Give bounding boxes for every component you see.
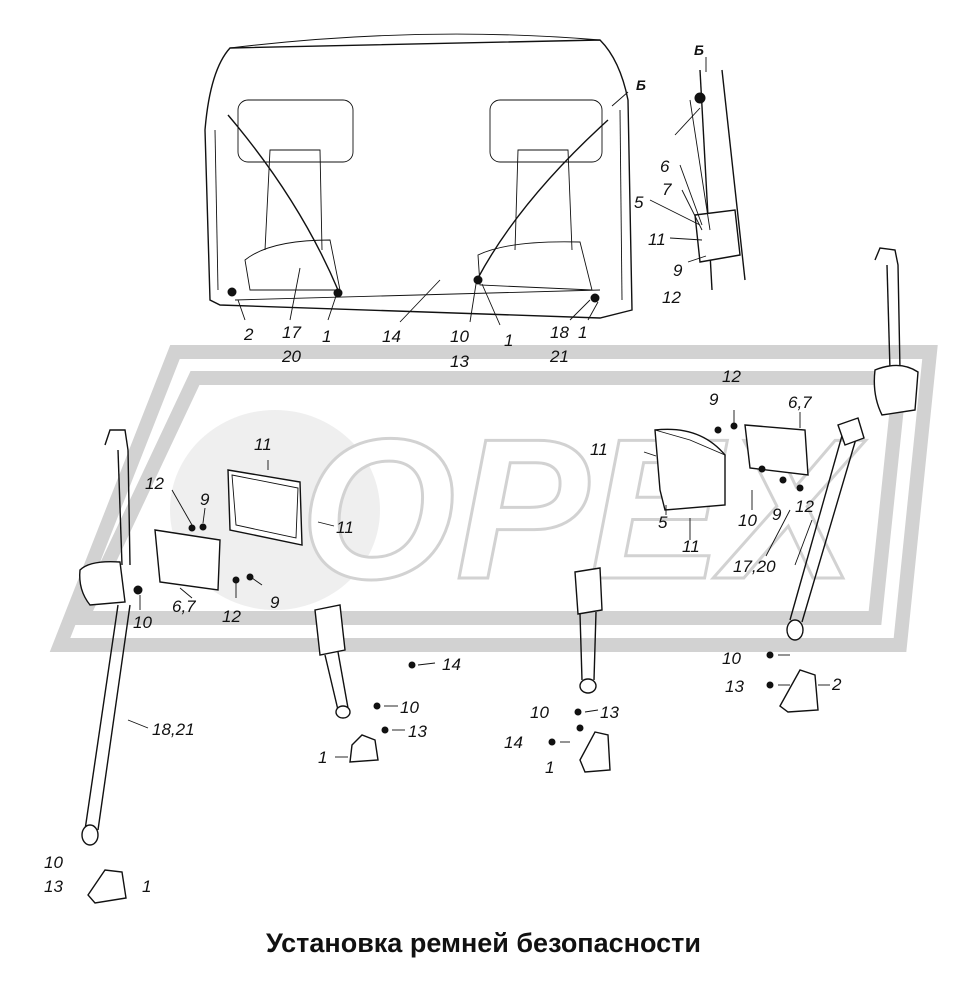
callout-label: 10: [530, 703, 549, 722]
callout-label: 13: [44, 877, 63, 896]
callout-label: 13: [408, 722, 427, 741]
callout-label: 10: [722, 649, 741, 668]
view-b-detail: [649, 57, 746, 291]
callout-label: 1: [322, 327, 331, 346]
callout-label: 9: [772, 505, 782, 524]
cab-rear-view: [204, 33, 633, 326]
callout-label: 10: [44, 853, 63, 872]
callout-label: 6,7: [788, 393, 812, 412]
callout-label: 11: [648, 230, 666, 249]
callout-label: 2: [243, 325, 254, 344]
callout-label: 14: [504, 733, 523, 752]
callout-label: 12: [145, 474, 164, 493]
figure-caption: Установка ремней безопасности: [266, 928, 701, 958]
callout-label: 11: [254, 435, 272, 454]
callout-label: 10: [400, 698, 419, 717]
center-right-buckle: [548, 567, 611, 773]
callout-label: 5: [634, 193, 644, 212]
callout-label: 10: [133, 613, 152, 632]
callout-label: 17: [282, 323, 301, 342]
callout-label: 9: [200, 490, 210, 509]
callout-label: 6,7: [172, 597, 196, 616]
callout-label: 18,21: [152, 720, 195, 739]
left-belt-assembly: [79, 429, 335, 904]
callout-label: 1: [318, 748, 327, 767]
callout-label: 20: [281, 347, 301, 366]
callout-label: 11: [682, 537, 700, 556]
callout-label: 1: [545, 758, 554, 777]
callout-label: 1: [142, 877, 151, 896]
callout-label: 18: [550, 323, 569, 342]
callout-label: 21: [549, 347, 569, 366]
callout-label: 2: [831, 675, 842, 694]
callout-label: 10: [738, 511, 757, 530]
callout-label: 12: [222, 607, 241, 626]
callout-label: 12: [722, 367, 741, 386]
callout-label: 14: [442, 655, 461, 674]
callout-label: 12: [795, 497, 814, 516]
callout-label: 7: [662, 180, 672, 199]
callout-label: 13: [600, 703, 619, 722]
callout-label: 11: [590, 440, 608, 459]
callout-label: 6: [660, 157, 670, 176]
view-letter: Б: [694, 42, 704, 58]
callout-label: 1: [578, 323, 587, 342]
callout-label: 17,20: [733, 557, 776, 576]
callout-label: 9: [709, 390, 719, 409]
callout-label: 11: [336, 518, 354, 537]
view-letter: Б: [636, 77, 646, 93]
callout-label: 14: [382, 327, 401, 346]
callout-label: 13: [725, 677, 744, 696]
center-left-buckle: [314, 604, 436, 763]
callout-label: 1: [504, 331, 513, 350]
callout-labels: 2 17 20 1 14 10 13 1 18 21 1 Б Б 6 7 5 1…: [44, 42, 842, 896]
callout-label: 10: [450, 327, 469, 346]
right-belt-assembly: [766, 247, 919, 713]
callout-label: 9: [270, 593, 280, 612]
callout-label: 5: [658, 513, 668, 532]
callout-label: 13: [450, 352, 469, 371]
callout-label: 9: [673, 261, 683, 280]
callout-label: 12: [662, 288, 681, 307]
right-retractor-assembly: [643, 410, 809, 557]
